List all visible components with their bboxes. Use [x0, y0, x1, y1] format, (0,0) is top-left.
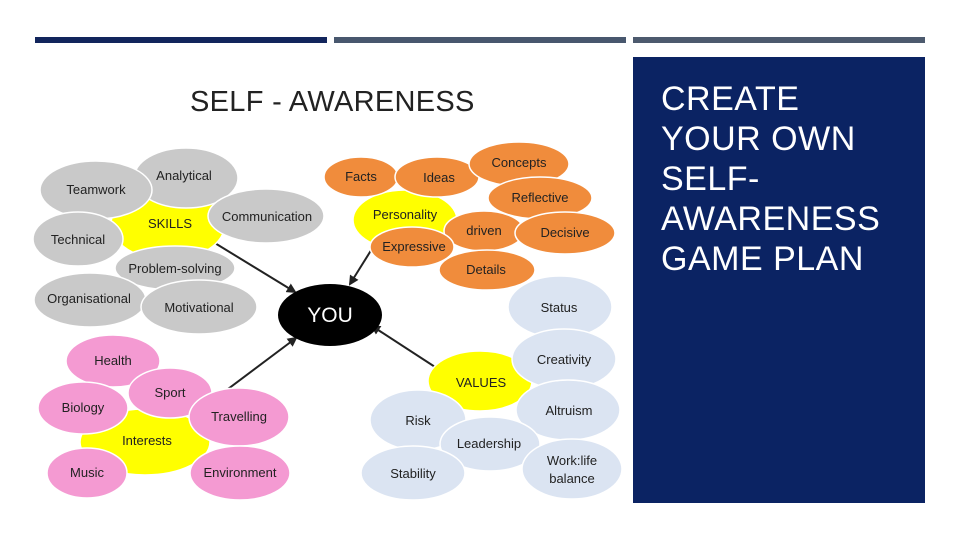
title-panel: CREATE YOUR OWN SELF- AWARENESS GAME PLA…	[633, 57, 925, 503]
label-creativity: Creativity	[537, 352, 592, 367]
bubble-biology	[37, 381, 129, 435]
label-values-hub: VALUES	[456, 375, 507, 390]
accent-bar-1	[35, 37, 327, 43]
label-ideas: Ideas	[423, 170, 455, 185]
label-communication: Communication	[222, 209, 312, 224]
label-facts: Facts	[345, 169, 377, 184]
label-balance: balance	[549, 471, 595, 486]
slide-title: CREATE YOUR OWN SELF- AWARENESS GAME PLA…	[661, 80, 881, 278]
bubble-details	[438, 249, 536, 291]
bubble-decisive	[514, 211, 616, 255]
label-music: Music	[70, 465, 104, 480]
interests-cluster	[37, 334, 291, 501]
label-details: Details	[466, 262, 506, 277]
label-leadership: Leadership	[457, 436, 521, 451]
label-analytical: Analytical	[156, 168, 212, 183]
bubble-music	[46, 447, 128, 499]
label-decisive: Decisive	[540, 225, 589, 240]
skills-cluster	[32, 147, 325, 335]
label-teamwork: Teamwork	[66, 182, 126, 197]
label-work-life: Work:life	[547, 453, 597, 468]
bubble-communication	[207, 188, 325, 244]
label-center-you: YOU	[307, 304, 353, 327]
label-technical: Technical	[51, 232, 105, 247]
label-health: Health	[94, 353, 132, 368]
label-travelling: Travelling	[211, 409, 267, 424]
label-status: Status	[541, 300, 578, 315]
label-stability: Stability	[390, 466, 436, 481]
bubble-expressive	[369, 226, 455, 268]
center-you-bubble	[278, 284, 382, 346]
label-sport: Sport	[154, 385, 185, 400]
bubble-environment	[189, 445, 291, 501]
bubble-health	[65, 334, 161, 388]
bubble-work-life-balance	[521, 438, 623, 500]
label-personality-hub: Personality	[373, 207, 438, 222]
bubble-motivational	[140, 279, 258, 335]
bubble-leadership	[439, 416, 541, 472]
label-expressive: Expressive	[382, 239, 446, 254]
label-risk: Risk	[405, 413, 431, 428]
bubble-stability	[360, 445, 466, 501]
label-driven: driven	[466, 223, 501, 238]
diagram-title: SELF - AWARENESS	[190, 86, 475, 118]
bubble-technical	[32, 211, 124, 267]
accent-bar-2	[334, 37, 626, 43]
self-awareness-mind-map: SKILLS Analytical Teamwork Communication…	[32, 141, 623, 501]
label-biology: Biology	[62, 400, 105, 415]
accent-bar-3	[633, 37, 925, 43]
values-cluster	[360, 275, 623, 501]
label-environment: Environment	[204, 465, 277, 480]
personality-cluster	[323, 141, 616, 291]
label-organisational: Organisational	[47, 291, 131, 306]
label-skills-hub: SKILLS	[148, 216, 192, 231]
label-concepts: Concepts	[492, 155, 547, 170]
label-problem-solving: Problem-solving	[128, 261, 221, 276]
label-motivational: Motivational	[164, 300, 233, 315]
label-interests-hub: Interests	[122, 433, 172, 448]
skills-arrow	[204, 236, 297, 294]
label-reflective: Reflective	[511, 190, 568, 205]
label-altruism: Altruism	[546, 403, 593, 418]
